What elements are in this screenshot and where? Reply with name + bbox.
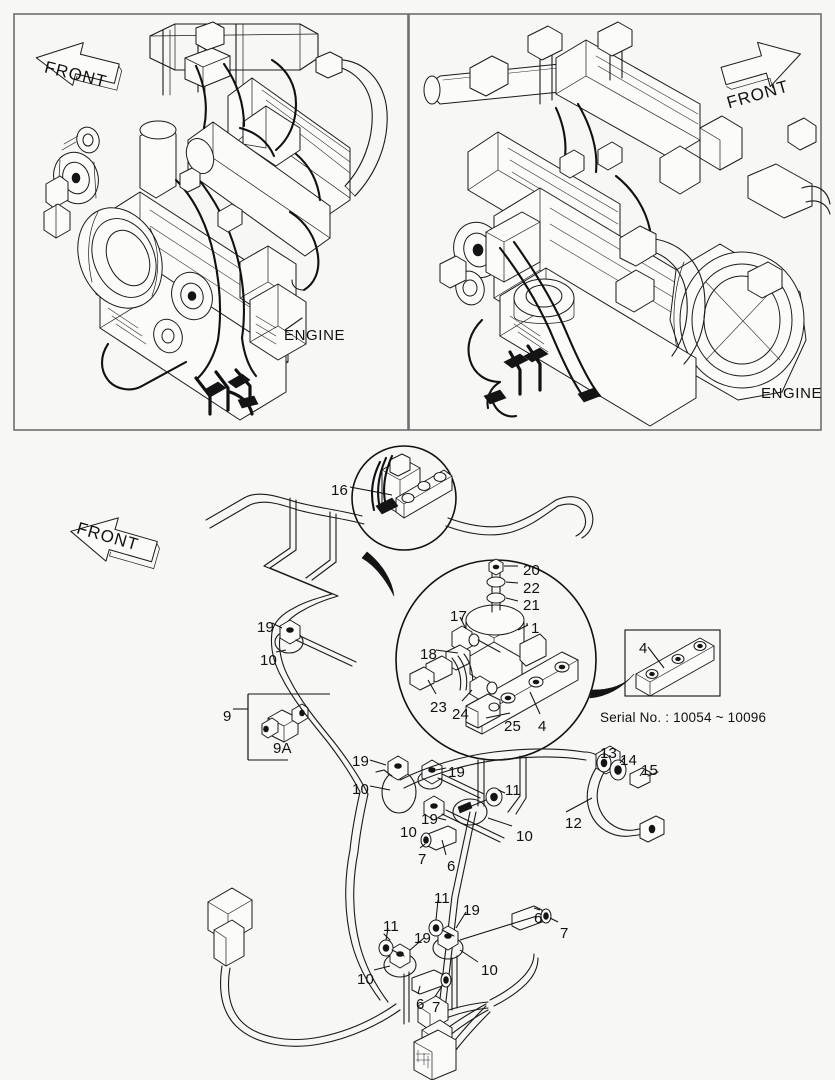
callout-6-b: 6 <box>534 910 543 927</box>
inset-pointer-wedge <box>589 673 635 699</box>
inset-box-4-contents <box>635 637 715 697</box>
callout-21: 21 <box>523 597 541 614</box>
callout-24: 24 <box>452 706 470 723</box>
callout-22: 22 <box>523 580 541 597</box>
fastener-13-14-15 <box>596 752 659 789</box>
callout-10-c: 10 <box>400 824 418 841</box>
callout-10-d: 10 <box>516 828 534 845</box>
callout-25: 25 <box>504 718 522 735</box>
harness-routing <box>205 493 665 1080</box>
callout-14: 14 <box>620 752 638 769</box>
callout-6-c: 6 <box>416 996 425 1013</box>
callout-7-b: 7 <box>560 925 569 942</box>
front-arrow-top-right <box>720 41 801 90</box>
engine-caption-left: ENGINE <box>284 327 346 344</box>
callout-15: 15 <box>641 762 659 779</box>
callout-19-f: 19 <box>414 930 432 947</box>
leader-16 <box>349 486 393 496</box>
engine-label-leader-left <box>284 317 303 331</box>
pin-6-7-bottom-right <box>459 905 559 941</box>
callout-23: 23 <box>430 699 448 716</box>
connector-plug-left <box>207 887 401 1047</box>
clamp-mid-left <box>369 755 417 814</box>
connector-fan-bottom <box>413 953 539 1080</box>
callout-16: 16 <box>331 482 349 499</box>
callout-4-inset: 4 <box>639 640 648 657</box>
callout-4-main: 4 <box>538 718 547 735</box>
callout-20: 20 <box>523 562 541 579</box>
panel-frame-right <box>408 13 822 431</box>
callout-10-f: 10 <box>481 962 499 979</box>
callout-18: 18 <box>420 646 438 663</box>
callout-7-a: 7 <box>418 851 427 868</box>
group-bracket-9 <box>233 693 330 761</box>
callout-9A: 9A <box>273 740 292 757</box>
front-arrow-main <box>70 517 160 569</box>
callout-9: 9 <box>223 708 232 725</box>
callout-1: 1 <box>531 620 540 637</box>
detail-leaders <box>427 565 541 719</box>
clamp-bottom-left <box>373 933 425 1025</box>
bolt-11-right <box>428 899 455 937</box>
pin-6-7-bottom-left <box>411 969 452 999</box>
callout-10-b: 10 <box>352 781 370 798</box>
callout-7-c: 7 <box>432 999 441 1016</box>
serial-note: Serial No. : 10054 ~ 10096 <box>600 710 767 725</box>
engine-illustration-right <box>423 21 831 427</box>
callout-19-c: 19 <box>448 764 466 781</box>
callout-17: 17 <box>450 608 468 625</box>
clamp-upper-left <box>271 619 357 667</box>
bolt-11-left <box>378 927 405 957</box>
clamp-mid-lower <box>423 795 513 843</box>
detail-pointer-wedge <box>361 551 395 597</box>
callout-6-a: 6 <box>447 858 456 875</box>
callout-13: 13 <box>600 745 618 762</box>
callout-19-d: 19 <box>421 811 439 828</box>
callout-10-e: 10 <box>357 971 375 988</box>
inset-box-4 <box>624 629 721 697</box>
callout-19-e: 19 <box>463 902 481 919</box>
detail-16-contents <box>370 453 453 519</box>
panel-frame-left <box>13 13 409 431</box>
front-arrow-top-left <box>35 42 123 91</box>
engine-caption-right: ENGINE <box>761 385 823 402</box>
callout-10-a: 10 <box>260 652 278 669</box>
clamp-bottom-right <box>432 911 479 1011</box>
callout-19-a: 19 <box>257 619 275 636</box>
engine-illustration-left <box>43 21 388 421</box>
plug-11-mid <box>457 787 506 814</box>
detail-circle-upper <box>351 445 457 551</box>
callout-11-b: 11 <box>434 890 450 907</box>
callout-11-c: 11 <box>383 918 399 935</box>
callout-19-b: 19 <box>352 753 370 770</box>
pin-6-7-mid <box>419 825 457 856</box>
callout-11-a: 11 <box>505 782 521 799</box>
callout-12: 12 <box>565 815 583 832</box>
detail-main-contents <box>409 558 579 735</box>
